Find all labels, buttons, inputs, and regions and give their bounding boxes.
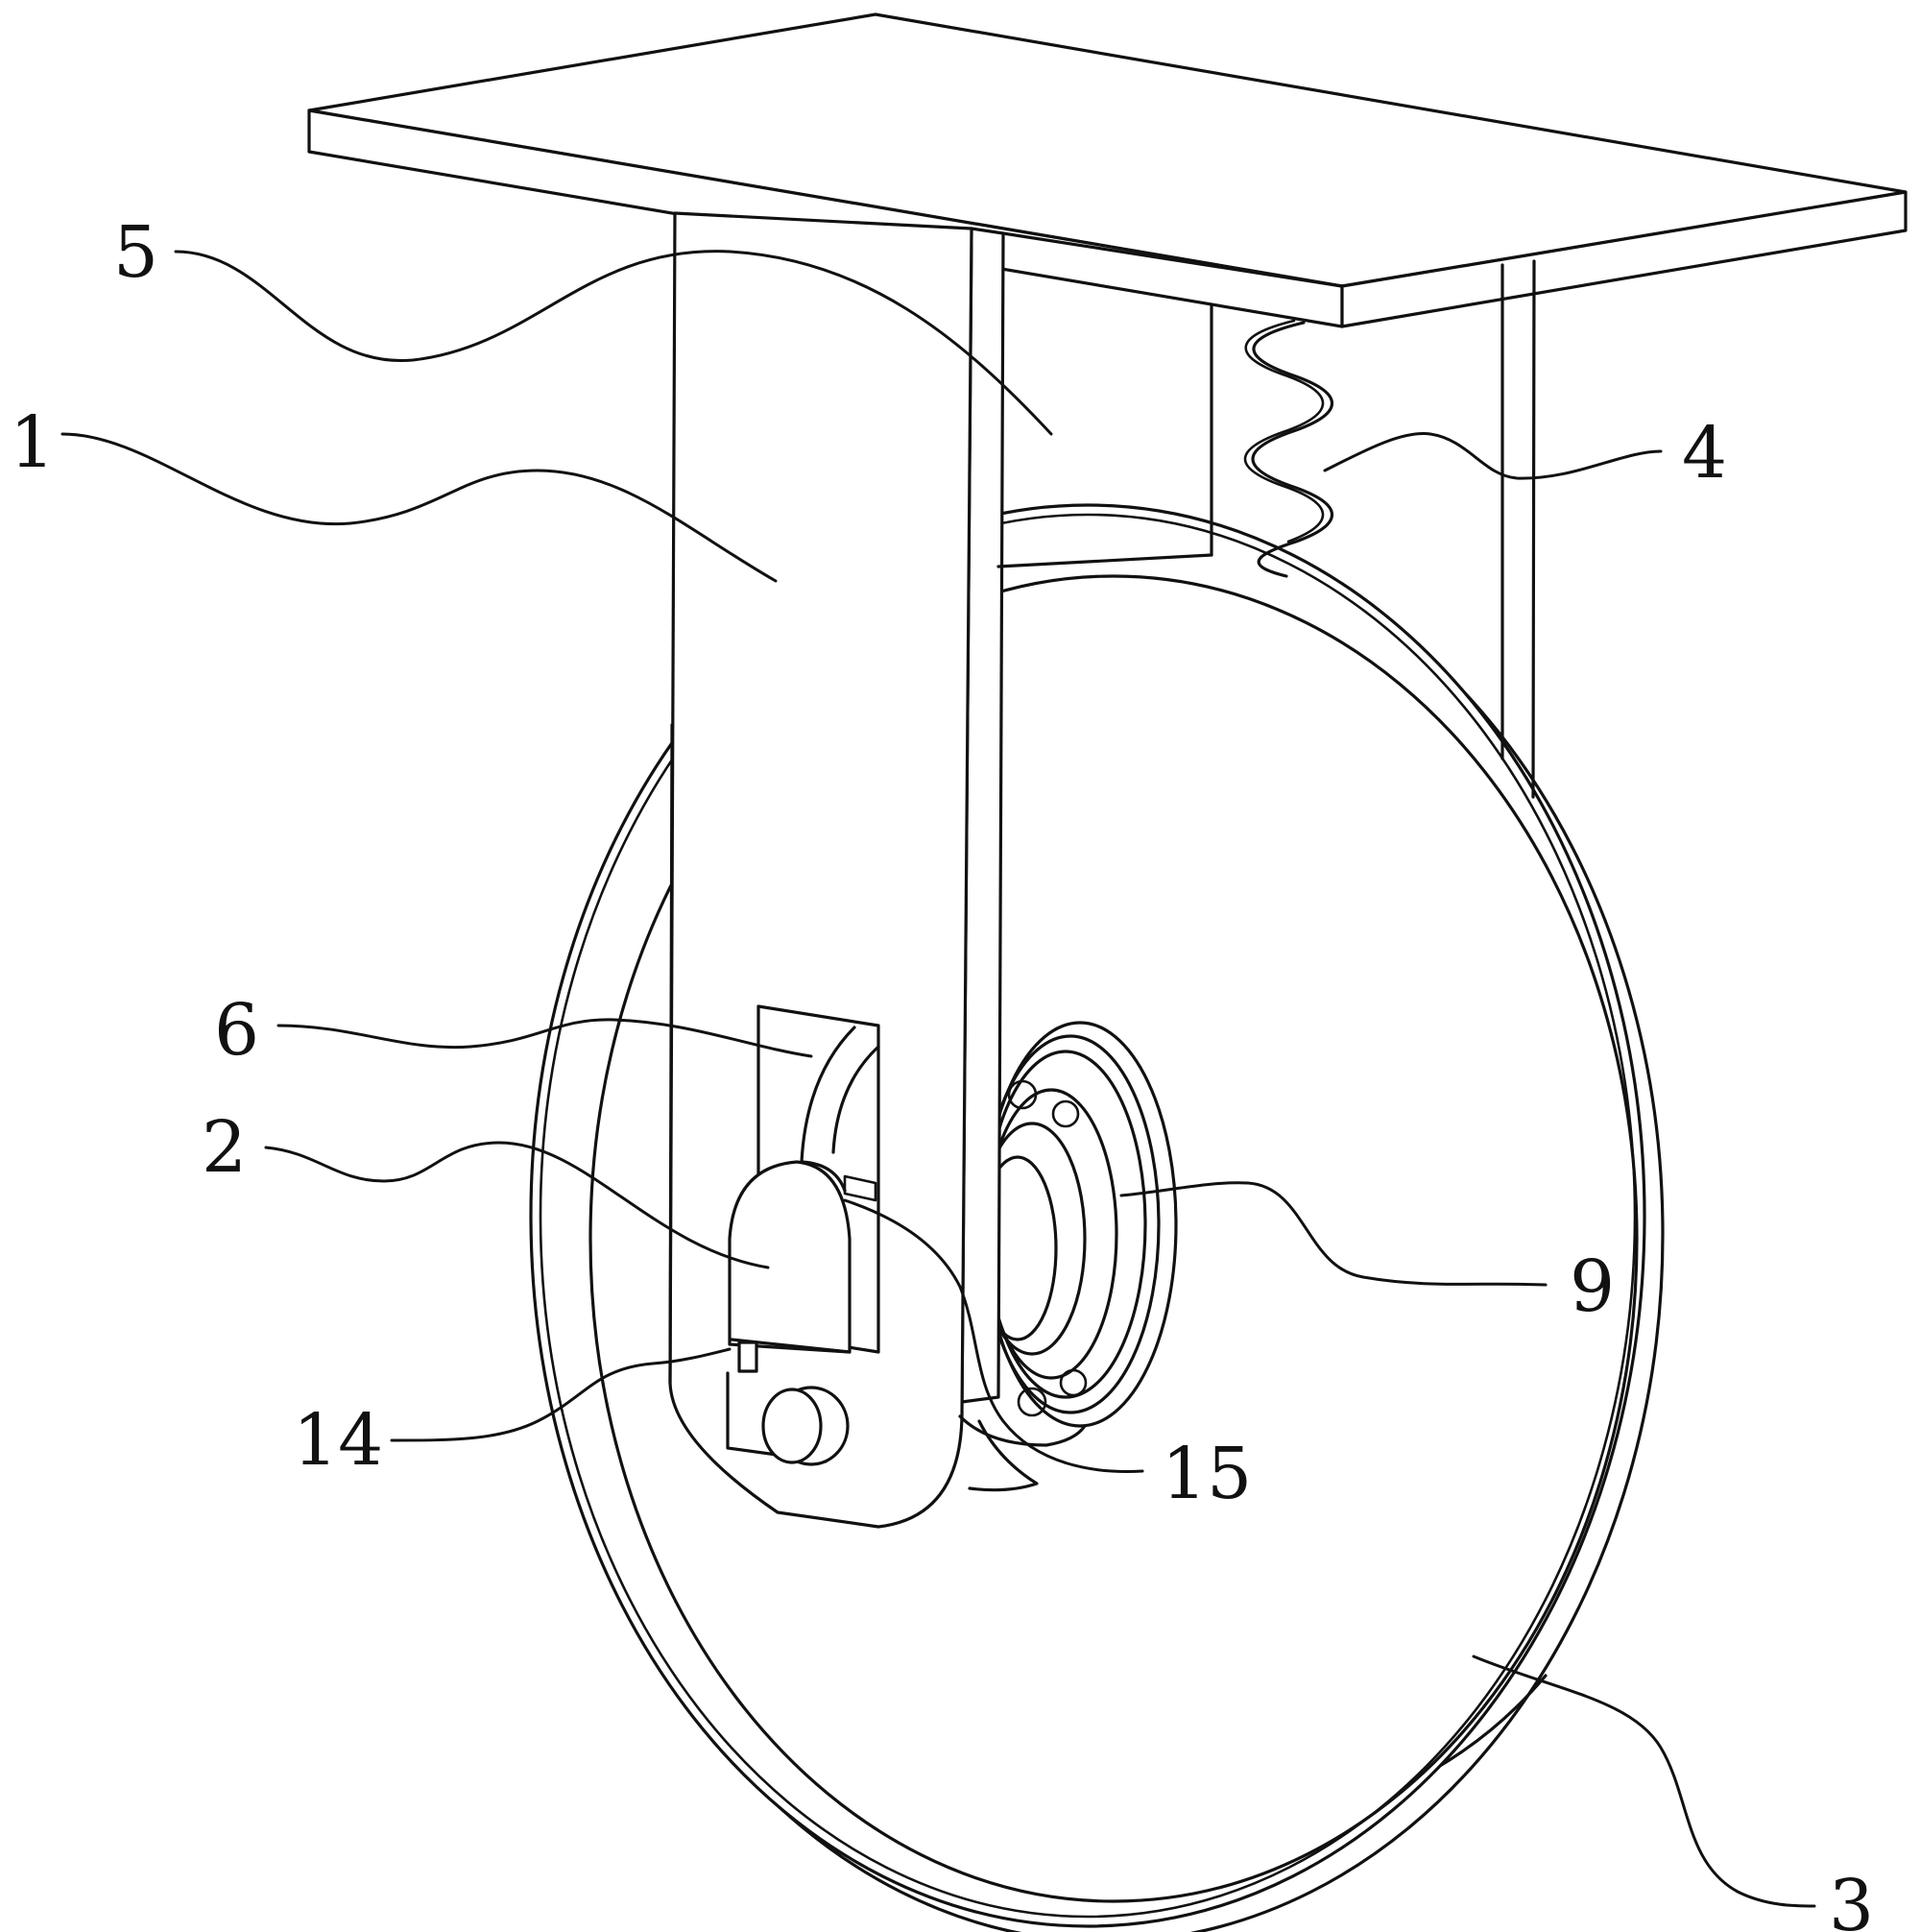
leader-5 [174,250,1053,436]
lock-knob-2 [728,1160,852,1354]
leader-9 [1119,1181,1548,1287]
mounting-plate [307,12,1908,328]
leader-6 [276,1018,813,1058]
hub-bearing-9 [968,1021,1178,1492]
label-1: 1 [10,401,55,484]
leader-1 [60,432,778,583]
leader-lines [60,250,1816,1908]
rear-bracket-leg [1210,259,1536,799]
leader-3 [1472,1654,1816,1908]
leader-2 [264,1141,770,1269]
ring-15 [958,1414,1087,1447]
locking-pin-14 [726,1340,850,1466]
label-2: 2 [202,1106,247,1189]
spring-4 [1251,321,1334,578]
leader-15 [843,1198,1144,1473]
label-6: 6 [214,989,259,1072]
label-14: 14 [293,1399,383,1482]
label-9: 9 [1570,1245,1615,1328]
leader-14 [390,1347,732,1442]
label-3: 3 [1829,1865,1874,1932]
leader-4 [1323,432,1663,480]
label-5: 5 [113,211,158,294]
callout-labels: 5 1 4 6 2 9 14 15 3 [10,211,1874,1932]
label-15: 15 [1162,1433,1252,1515]
label-4: 4 [1682,412,1727,495]
